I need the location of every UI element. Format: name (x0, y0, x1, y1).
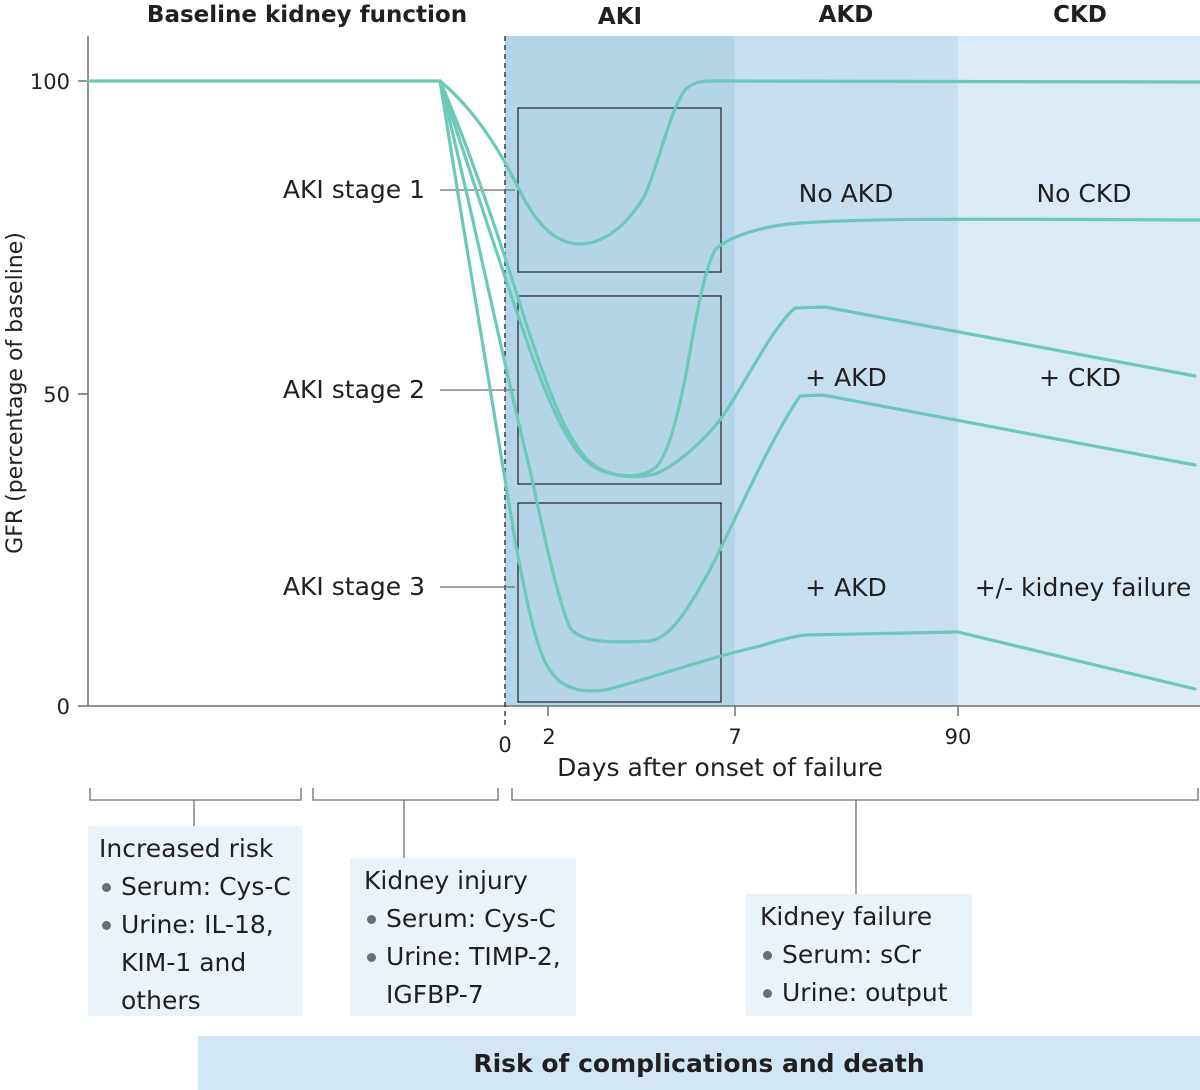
header-ckd: CKD (1053, 2, 1107, 28)
card-kidney-injury-title: Kidney injury (364, 866, 528, 895)
card-kidney-failure-item: Serum: sCr (760, 936, 972, 974)
card-increased-risk-item: others (121, 986, 201, 1015)
card-kidney-injury-item: Urine: TIMP-2, (364, 938, 576, 976)
stage3-box (517, 502, 722, 703)
card-increased-risk-title: Increased risk (99, 834, 274, 863)
outcome-no-akd: No AKD (799, 179, 894, 208)
y-tick-label-100: 100 (30, 70, 70, 94)
x-tick-label-90: 90 (945, 725, 972, 749)
aki-zone (505, 36, 735, 706)
card-kidney-injury: Kidney injury Serum: Cys-C Urine: TIMP-2… (350, 858, 576, 1016)
x-axis-label: Days after onset of failure (557, 753, 883, 782)
x-tick-label-0: 0 (498, 733, 511, 757)
bracket-kidney-failure (511, 788, 1199, 894)
curve-stage3-kidney-failure (438, 79, 1197, 693)
outcome-akd-low: + AKD (805, 573, 887, 602)
bracket-kidney-injury (312, 788, 499, 858)
header-aki: AKI (598, 4, 642, 30)
card-increased-risk-item: Urine: IL-18, (99, 906, 302, 944)
x-tick-label-2: 2 (542, 725, 555, 749)
outcome-no-ckd: No CKD (1036, 179, 1131, 208)
stage1-label: AKI stage 1 (283, 175, 425, 204)
risk-banner: Risk of complications and death (198, 1036, 1200, 1090)
card-kidney-failure-title: Kidney failure (760, 902, 933, 931)
card-kidney-injury-item: Serum: Cys-C (364, 900, 576, 938)
akd-zone (735, 36, 958, 706)
y-tick-label-50: 50 (43, 383, 70, 407)
curve-stage3-akd (438, 79, 1197, 644)
x-tick-label-7: 7 (728, 725, 741, 749)
outcome-ckd-mid: + CKD (1039, 363, 1121, 392)
card-increased-risk-item: Serum: Cys-C (99, 868, 302, 906)
stage2-label: AKI stage 2 (283, 375, 425, 404)
header-baseline: Baseline kidney function (147, 2, 467, 28)
card-kidney-failure: Kidney failure Serum: sCr Urine: output (746, 894, 972, 1016)
card-increased-risk-item: KIM-1 and (121, 948, 247, 977)
card-kidney-injury-item: IGFBP-7 (386, 980, 484, 1009)
outcome-akd-mid: + AKD (805, 363, 887, 392)
outcome-kidney-failure: +/- kidney failure (975, 573, 1192, 602)
y-tick-label-0: 0 (57, 695, 70, 719)
card-kidney-failure-item: Urine: output (760, 974, 972, 1012)
stage3-label: AKI stage 3 (283, 572, 425, 601)
stage2-box (517, 295, 722, 485)
bracket-increased-risk (89, 788, 302, 826)
header-akd: AKD (819, 2, 874, 28)
curve-stage2-partial-recovery (438, 79, 1200, 478)
card-increased-risk: Increased risk Serum: Cys-C Urine: IL-18… (88, 826, 302, 1016)
curve-stage1-full-recovery (438, 79, 1200, 246)
y-axis-label: GFR (percentage of baseline) (3, 232, 28, 554)
curve-stage2-akd-to-ckd (438, 79, 1197, 479)
